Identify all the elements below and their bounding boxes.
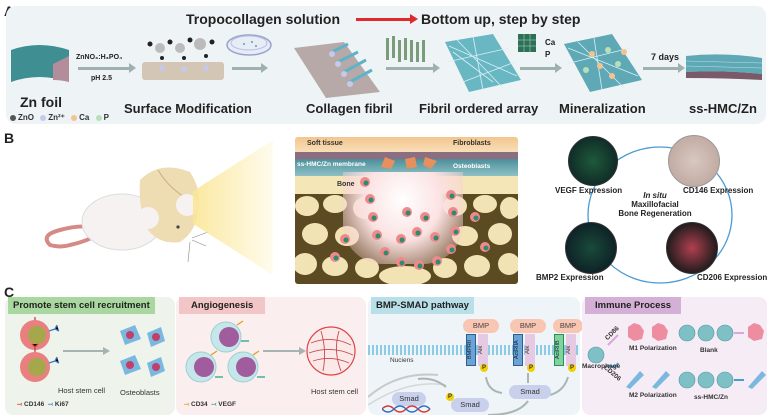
zn-foil-icon xyxy=(11,45,69,82)
angiogenesis-legend: ⤙ CD34 ⤙ VEGF xyxy=(184,401,236,408)
nucleus-label: Nuciens xyxy=(390,357,414,364)
immune-box: Immune Process CD86 CD206 Macrophage M1 … xyxy=(582,297,767,415)
collagen-fibril-icon xyxy=(294,42,380,98)
arrow-4 xyxy=(520,63,562,73)
phospho-1: P xyxy=(480,364,488,372)
phospho-2: P xyxy=(527,364,535,372)
vegf-image xyxy=(568,136,618,186)
step-surface-modification: Surface Modification xyxy=(124,101,252,116)
panel-c-label: C xyxy=(4,284,15,300)
cd34-marker-icon: ⤙ xyxy=(184,401,190,408)
recruitment-legend: ⤙ CD146 ⤙ Ki67 xyxy=(17,401,69,408)
mineralization-icon xyxy=(564,34,642,92)
p-dot-icon xyxy=(95,114,102,121)
ss-hmc-zn-icon xyxy=(685,54,763,80)
m2-label: M2 Polarization xyxy=(629,392,677,399)
smad-nucleus: Smad xyxy=(392,392,426,406)
cd146-label: CD146 Expression xyxy=(683,186,754,195)
angiogenesis-illustration xyxy=(185,320,356,383)
angiogenesis-title: Angiogenesis xyxy=(179,297,266,314)
vegf-marker-icon: ⤙ xyxy=(211,401,217,408)
ca-dot-icon xyxy=(71,114,78,121)
ca-label: Ca xyxy=(545,38,556,47)
soft-tissue-layer xyxy=(295,137,518,152)
bmp-ligand-3: BMP xyxy=(553,319,583,333)
angiogenesis-box: Angiogenesis Host stem cell ⤙ CD34 ⤙ VEG… xyxy=(176,297,366,415)
p-label: P xyxy=(545,50,551,59)
tropocollagen-title: Tropocollagen solution xyxy=(186,11,340,27)
duration-label: 7 days xyxy=(651,52,680,62)
surface-modification-icon xyxy=(142,37,224,80)
fibroblasts-label: Fibroblasts xyxy=(453,140,491,147)
immune-illustration xyxy=(587,323,766,389)
soft-tissue-label: Soft tissue xyxy=(307,140,343,147)
ss-hmc-membrane-layer xyxy=(295,159,518,176)
angio-host-stem-cell-label: Host stem cell xyxy=(311,387,359,396)
ki67-marker-icon: ⤙ xyxy=(47,401,54,408)
ph-label: pH 2.5 xyxy=(91,75,113,82)
immune-title: Immune Process xyxy=(585,297,682,314)
mineral-crystal-icon xyxy=(518,34,536,52)
arrow-5 xyxy=(643,63,685,73)
treated-label: ss-HMC/Zn xyxy=(694,394,728,401)
bmp-smad-box: BMP-SMAD pathway BMP BMPRII Alk P BMP Ac… xyxy=(368,297,583,415)
membrane-top-layer xyxy=(295,152,518,159)
membrane-label: ss-HMC/Zn membrane xyxy=(297,161,366,168)
bmp2-label: BMP2 Expression xyxy=(536,273,604,282)
recruitment-box: Promote stem cell recruitment Host stem … xyxy=(5,297,175,415)
defect-region xyxy=(343,172,463,264)
arrow-3 xyxy=(386,63,440,73)
arrow-2 xyxy=(232,63,268,73)
direction-arrow xyxy=(356,14,418,24)
expression-cycle xyxy=(587,146,733,284)
bone-label: Bone xyxy=(337,181,355,188)
phospho-smad: P xyxy=(446,393,454,401)
vegf-label: VEGF Expression xyxy=(555,186,623,195)
pathway-arrows xyxy=(368,373,569,415)
cd206-label: CD206 Expression xyxy=(697,273,768,282)
blank-label: Blank xyxy=(700,347,718,354)
macrophage-label: Macrophage xyxy=(582,363,621,370)
bmp2-image xyxy=(565,222,617,274)
center-caption: In situ Maxillofacial Bone Regeneration xyxy=(618,191,692,218)
petri-dish-icon xyxy=(226,34,272,56)
reagent-label: ZnNO₃:H₃PO₄ xyxy=(76,54,123,61)
cells-overlay xyxy=(330,157,490,270)
zno-dot-icon xyxy=(10,114,16,121)
phospho-3: P xyxy=(568,364,576,372)
legend-a: ZnO Zn²⁺ Ca P xyxy=(6,113,109,122)
smad-phospho: Smad xyxy=(451,398,489,412)
panel-b-label: B xyxy=(4,130,15,146)
bmp-ligand-2: BMP xyxy=(510,319,546,333)
recruitment-illustration xyxy=(20,317,165,382)
rat-illustration xyxy=(44,167,209,263)
bmp-smad-title: BMP-SMAD pathway xyxy=(371,297,474,314)
direction-text: Bottom up, step by step xyxy=(421,11,581,27)
step-zn-foil: Zn foil xyxy=(20,94,62,110)
bone-defect-schematic: Soft tissue Fibroblasts ss-HMC/Zn membra… xyxy=(295,137,518,284)
step-mineralization: Mineralization xyxy=(559,101,646,116)
osteoblasts-label: Osteoblasts xyxy=(453,163,491,170)
dna-icon xyxy=(382,405,431,413)
zn-ion-dot-icon xyxy=(40,114,47,121)
arrow-1 xyxy=(78,63,136,73)
cd146-marker-icon: ⤙ xyxy=(17,401,23,408)
step-ss-hmc-zn: ss-HMC/Zn xyxy=(689,101,757,116)
smad-cytoplasm: Smad xyxy=(509,385,551,399)
cd206-image xyxy=(666,222,718,274)
host-stem-cell-label: Host stem cell xyxy=(58,386,106,395)
bmp-ligand-1: BMP xyxy=(463,319,499,333)
fibril-bars-icon xyxy=(386,36,425,62)
m1-label: M1 Polarization xyxy=(629,345,677,352)
step-fibril-ordered-array: Fibril ordered array xyxy=(419,101,539,116)
panel-a-synthesis: Tropocollagen solution Bottom up, step b… xyxy=(6,6,766,124)
cd146-image xyxy=(668,135,720,187)
step-collagen-fibril: Collagen fibril xyxy=(306,101,393,116)
recruitment-title: Promote stem cell recruitment xyxy=(8,297,155,314)
osteoblasts-label: Osteoblasts xyxy=(120,388,160,397)
fibril-array-icon xyxy=(445,34,521,92)
